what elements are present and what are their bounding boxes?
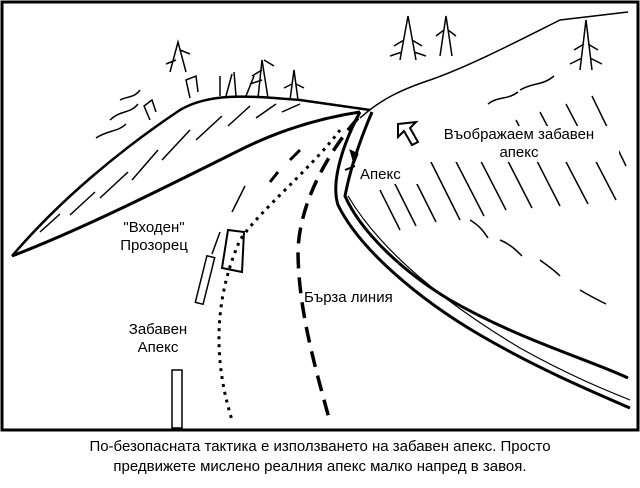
label-entry-window-line: "Входен" Прозорец <box>120 219 188 254</box>
caption-line-2: предвижете мислено реалния апекс малко н… <box>113 458 527 475</box>
label-imagined-late-apex: Въображаем забавен апекс <box>419 126 619 162</box>
label-late-apex-line: Забавен Апекс <box>128 321 188 356</box>
road-centerline <box>211 148 302 255</box>
label-fast-line: Бърза линия <box>304 289 393 306</box>
fast-line <box>296 116 360 423</box>
right-road-edge <box>334 111 631 410</box>
right-hillside <box>343 11 629 380</box>
frame-border <box>0 0 640 432</box>
caption-line-1: По-безопасната тактика е използването на… <box>89 438 551 455</box>
late-apex-line <box>217 129 342 421</box>
road-illustration <box>0 0 640 432</box>
left-hillside <box>11 39 371 258</box>
label-late-apex: Забавен Апекс <box>108 321 208 357</box>
caption: По-безопасната тактика е използването на… <box>0 437 640 477</box>
entry-window-box <box>220 228 246 274</box>
road-left-stripes <box>171 254 216 429</box>
label-apex: Апекс <box>360 166 420 184</box>
label-imagined-late-apex-line: Въображаем забавен апекс <box>443 126 595 161</box>
label-entry-window: "Входен" Прозорец <box>104 219 204 255</box>
apex-marker <box>344 149 359 171</box>
arrow-pointer-icon <box>397 120 420 147</box>
